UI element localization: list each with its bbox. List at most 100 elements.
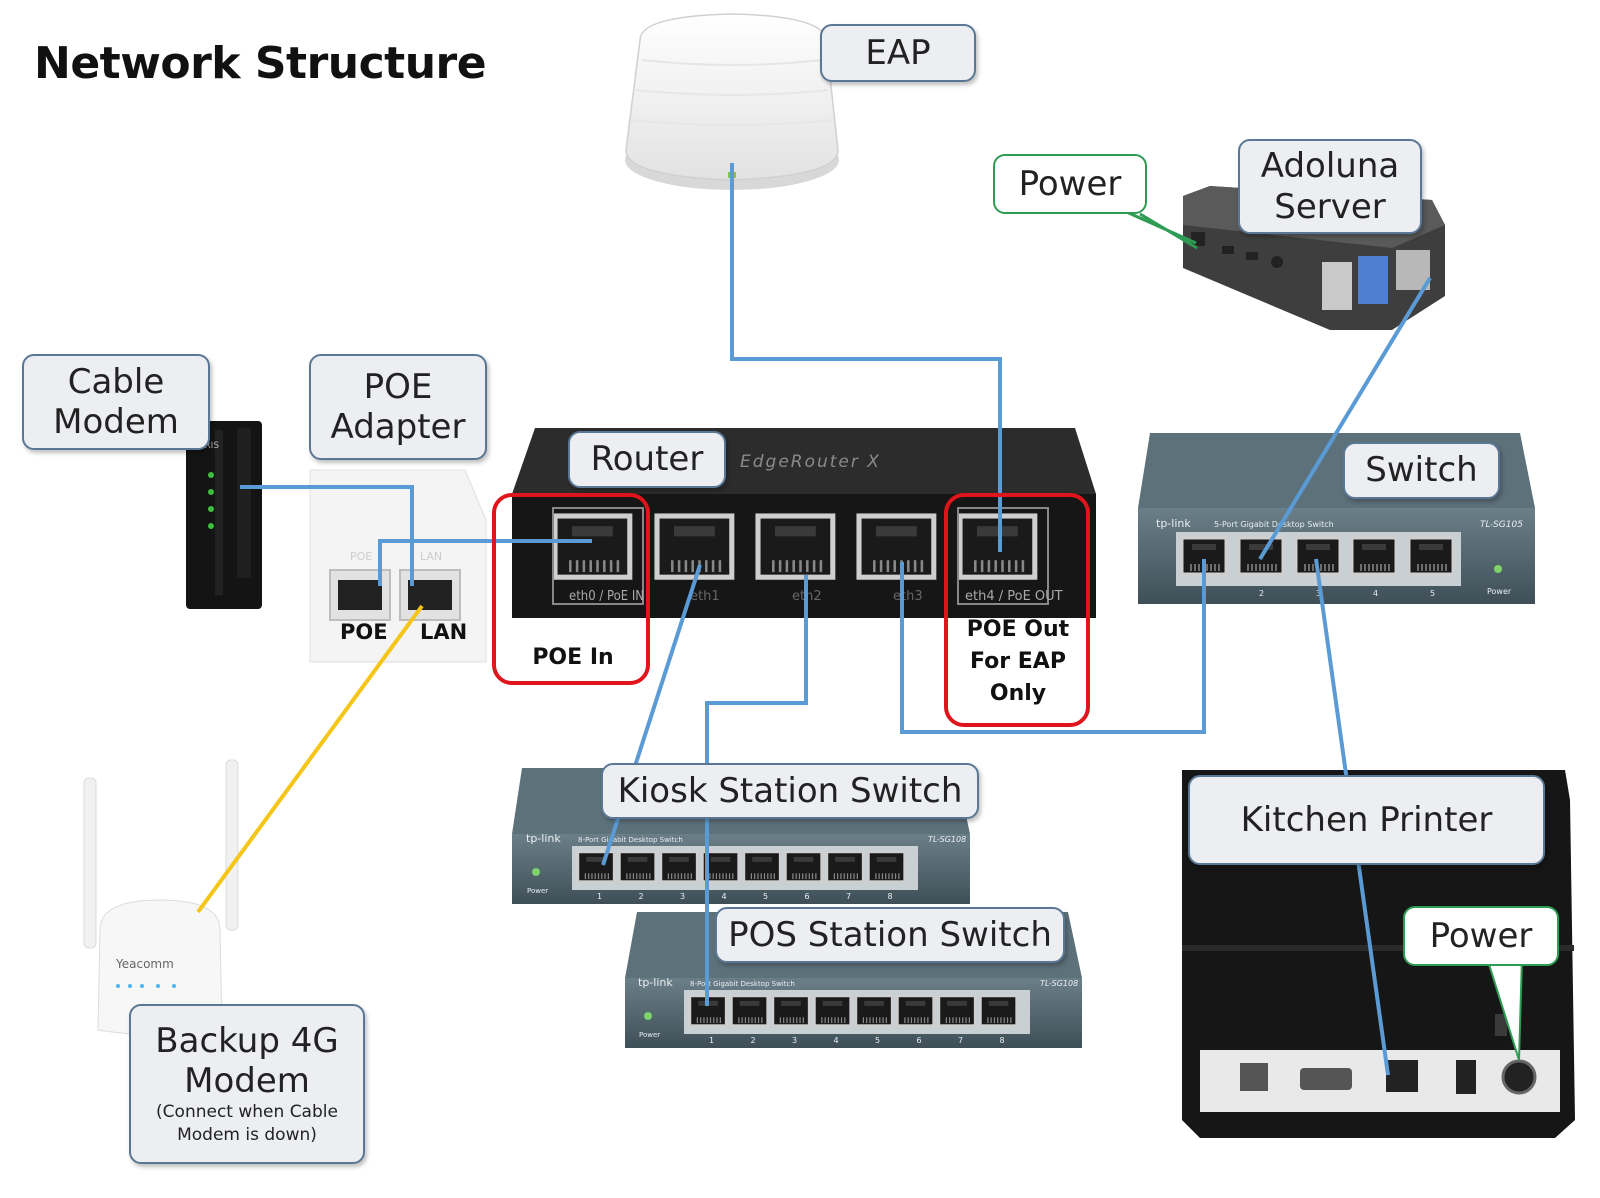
kiosk-switch-desc: 8-Port Gigabit Desktop Switch: [578, 836, 683, 844]
pos-callout: POS Station Switch: [715, 907, 1065, 963]
poe-out-highlight: [944, 493, 1090, 727]
pos-switch-model: TL-SG108: [1040, 979, 1078, 988]
eap-device-image: [625, 13, 839, 190]
page-title: Network Structure: [34, 38, 487, 89]
router-port-label-0: eth0 / PoE IN: [569, 589, 644, 604]
cable-modem-label-line2: Modem: [53, 402, 179, 442]
pos-switch-port-number-2: 2: [751, 1036, 756, 1045]
kiosk-switch-port-2: [618, 850, 657, 883]
poe-adapter-label-line1: POE: [363, 366, 433, 407]
backup-label-line2: Modem: [184, 1061, 310, 1102]
eap-callout: EAP: [820, 24, 976, 82]
pos-switch-power-label: Power: [639, 1031, 660, 1039]
modem-4g-brand: Yeacomm: [115, 957, 174, 971]
router-port-label-3: eth3: [893, 589, 923, 604]
power-cables: [1121, 208, 1198, 250]
cable-router-eth2-to-pos-switch: [705, 575, 808, 1006]
lan-port-label: LAN: [420, 620, 468, 644]
server-power-callout: Power: [993, 154, 1147, 214]
main-switch-port-number-5: 5: [1430, 589, 1435, 598]
printer-power-callout: Power: [1403, 906, 1559, 966]
kiosk-switch-port-number-1: 1: [597, 892, 602, 901]
kiosk-switch-port-number-3: 3: [680, 892, 685, 901]
cable-switch-to-server: [1258, 276, 1432, 561]
main-switch-model: TL-SG105: [1480, 520, 1523, 530]
cable-poe-to-router-eth0: [378, 539, 592, 586]
main-switch-port-number-3: 3: [1316, 589, 1321, 598]
cable-modem-label-line1: Cable: [67, 361, 165, 402]
main-switch-port-number-4: 4: [1373, 589, 1378, 598]
server-label-line2: Server: [1274, 186, 1386, 227]
poe-out-label: POE Out For EAP Only: [950, 614, 1086, 710]
kiosk-switch-port-3: [659, 850, 699, 883]
kiosk-switch-port-7: [825, 850, 865, 883]
pos-switch-port-3: [771, 994, 811, 1027]
cable-4g-to-poe-lan: [196, 604, 424, 914]
poe-adapter-label-line2: Adapter: [330, 407, 466, 447]
pos-switch-port-4: [813, 994, 852, 1027]
poe-out-line2: For EAP: [970, 648, 1066, 674]
pos-switch-brand: tp-link: [638, 976, 673, 989]
backup-label-line1: Backup 4G: [155, 1020, 339, 1061]
router-port-label-4: eth4 / PoE OUT: [965, 589, 1063, 604]
kiosk-switch-port-number-6: 6: [805, 892, 810, 901]
kiosk-switch-port-6: [784, 850, 823, 883]
poe-out-line1: POE Out: [966, 617, 1070, 642]
pos-switch-port-6: [896, 994, 935, 1027]
main-switch-brand: tp-link: [1156, 517, 1191, 530]
kiosk-switch-port-number-5: 5: [763, 892, 768, 901]
main-switch-desc: 5-Port Gigabit Desktop Switch: [1214, 520, 1334, 529]
cable-eap-to-router-eth4: [730, 163, 1002, 552]
pos-label: POS Station Switch: [728, 914, 1052, 955]
poe-out-line3: Only: [989, 680, 1047, 706]
pos-switch-port-2: [730, 994, 769, 1027]
cable-modem-to-poe-lan: [240, 485, 414, 586]
pos-switch-port-number-3: 3: [792, 1036, 797, 1045]
kiosk-label: Kiosk Station Switch: [617, 770, 963, 811]
kiosk-switch-port-number-7: 7: [846, 892, 851, 901]
switch-callout: Switch: [1343, 442, 1500, 499]
kiosk-switch-port-number-8: 8: [888, 892, 893, 901]
kiosk-switch-port-number-2: 2: [639, 892, 644, 901]
poe-port-label: POE: [340, 620, 388, 644]
eap-label: EAP: [865, 32, 931, 73]
cable-modem-callout: Cable Modem: [22, 354, 210, 450]
backup-4g-modem-image: Yeacomm: [83, 759, 239, 1036]
backup-modem-callout: Backup 4G Modem (Connect when Cable Mode…: [129, 1004, 365, 1164]
printer-power-label: Power: [1429, 915, 1533, 956]
kiosk-callout: Kiosk Station Switch: [601, 763, 979, 819]
pos-switch-port-7: [937, 994, 977, 1027]
backup-note-line1: (Connect when Cable: [156, 1102, 338, 1123]
router-label: Router: [590, 439, 704, 480]
server-callout: Adoluna Server: [1238, 139, 1422, 234]
svg-text:POE: POE: [350, 550, 372, 563]
kiosk-switch-port-5: [742, 850, 782, 883]
pos-switch-port-number-5: 5: [875, 1036, 880, 1045]
kiosk-switch-port-8: [867, 850, 906, 883]
poe-adapter-callout: POE Adapter: [309, 354, 487, 460]
svg-text:LAN: LAN: [420, 550, 442, 563]
pos-switch-port-number-4: 4: [834, 1036, 839, 1045]
backup-note-line2: Modem is down): [177, 1125, 317, 1146]
pos-switch-port-5: [854, 994, 894, 1027]
cable-router-eth3-to-switch: [900, 559, 1206, 734]
server-power-label: Power: [1018, 163, 1122, 204]
router-brand-text: EdgeRouter X: [740, 452, 881, 472]
cable-modem-image: ARRIS: [186, 421, 262, 609]
main-switch-power-label: Power: [1487, 587, 1512, 596]
poe-in-highlight: [492, 493, 650, 685]
kitchen-printer-label: Kitchen Printer: [1240, 799, 1493, 840]
poe-in-label: POE In: [532, 645, 614, 670]
main-switch-port-number-2: 2: [1259, 589, 1264, 598]
kiosk-switch-port-1: [576, 850, 616, 883]
server-label-line1: Adoluna: [1260, 146, 1400, 187]
kiosk-switch-port-number-4: 4: [722, 892, 727, 901]
pos-switch-port-number-6: 6: [917, 1036, 922, 1045]
pos-switch-port-number-8: 8: [1000, 1036, 1005, 1045]
router-callout: Router: [568, 431, 726, 488]
pos-switch-port-number-1: 1: [709, 1036, 714, 1045]
poe-adapter-image: POE LAN: [309, 469, 487, 663]
kiosk-switch-brand: tp-link: [526, 832, 561, 845]
switch-label: Switch: [1365, 450, 1478, 491]
pos-switch-port-8: [979, 994, 1018, 1027]
